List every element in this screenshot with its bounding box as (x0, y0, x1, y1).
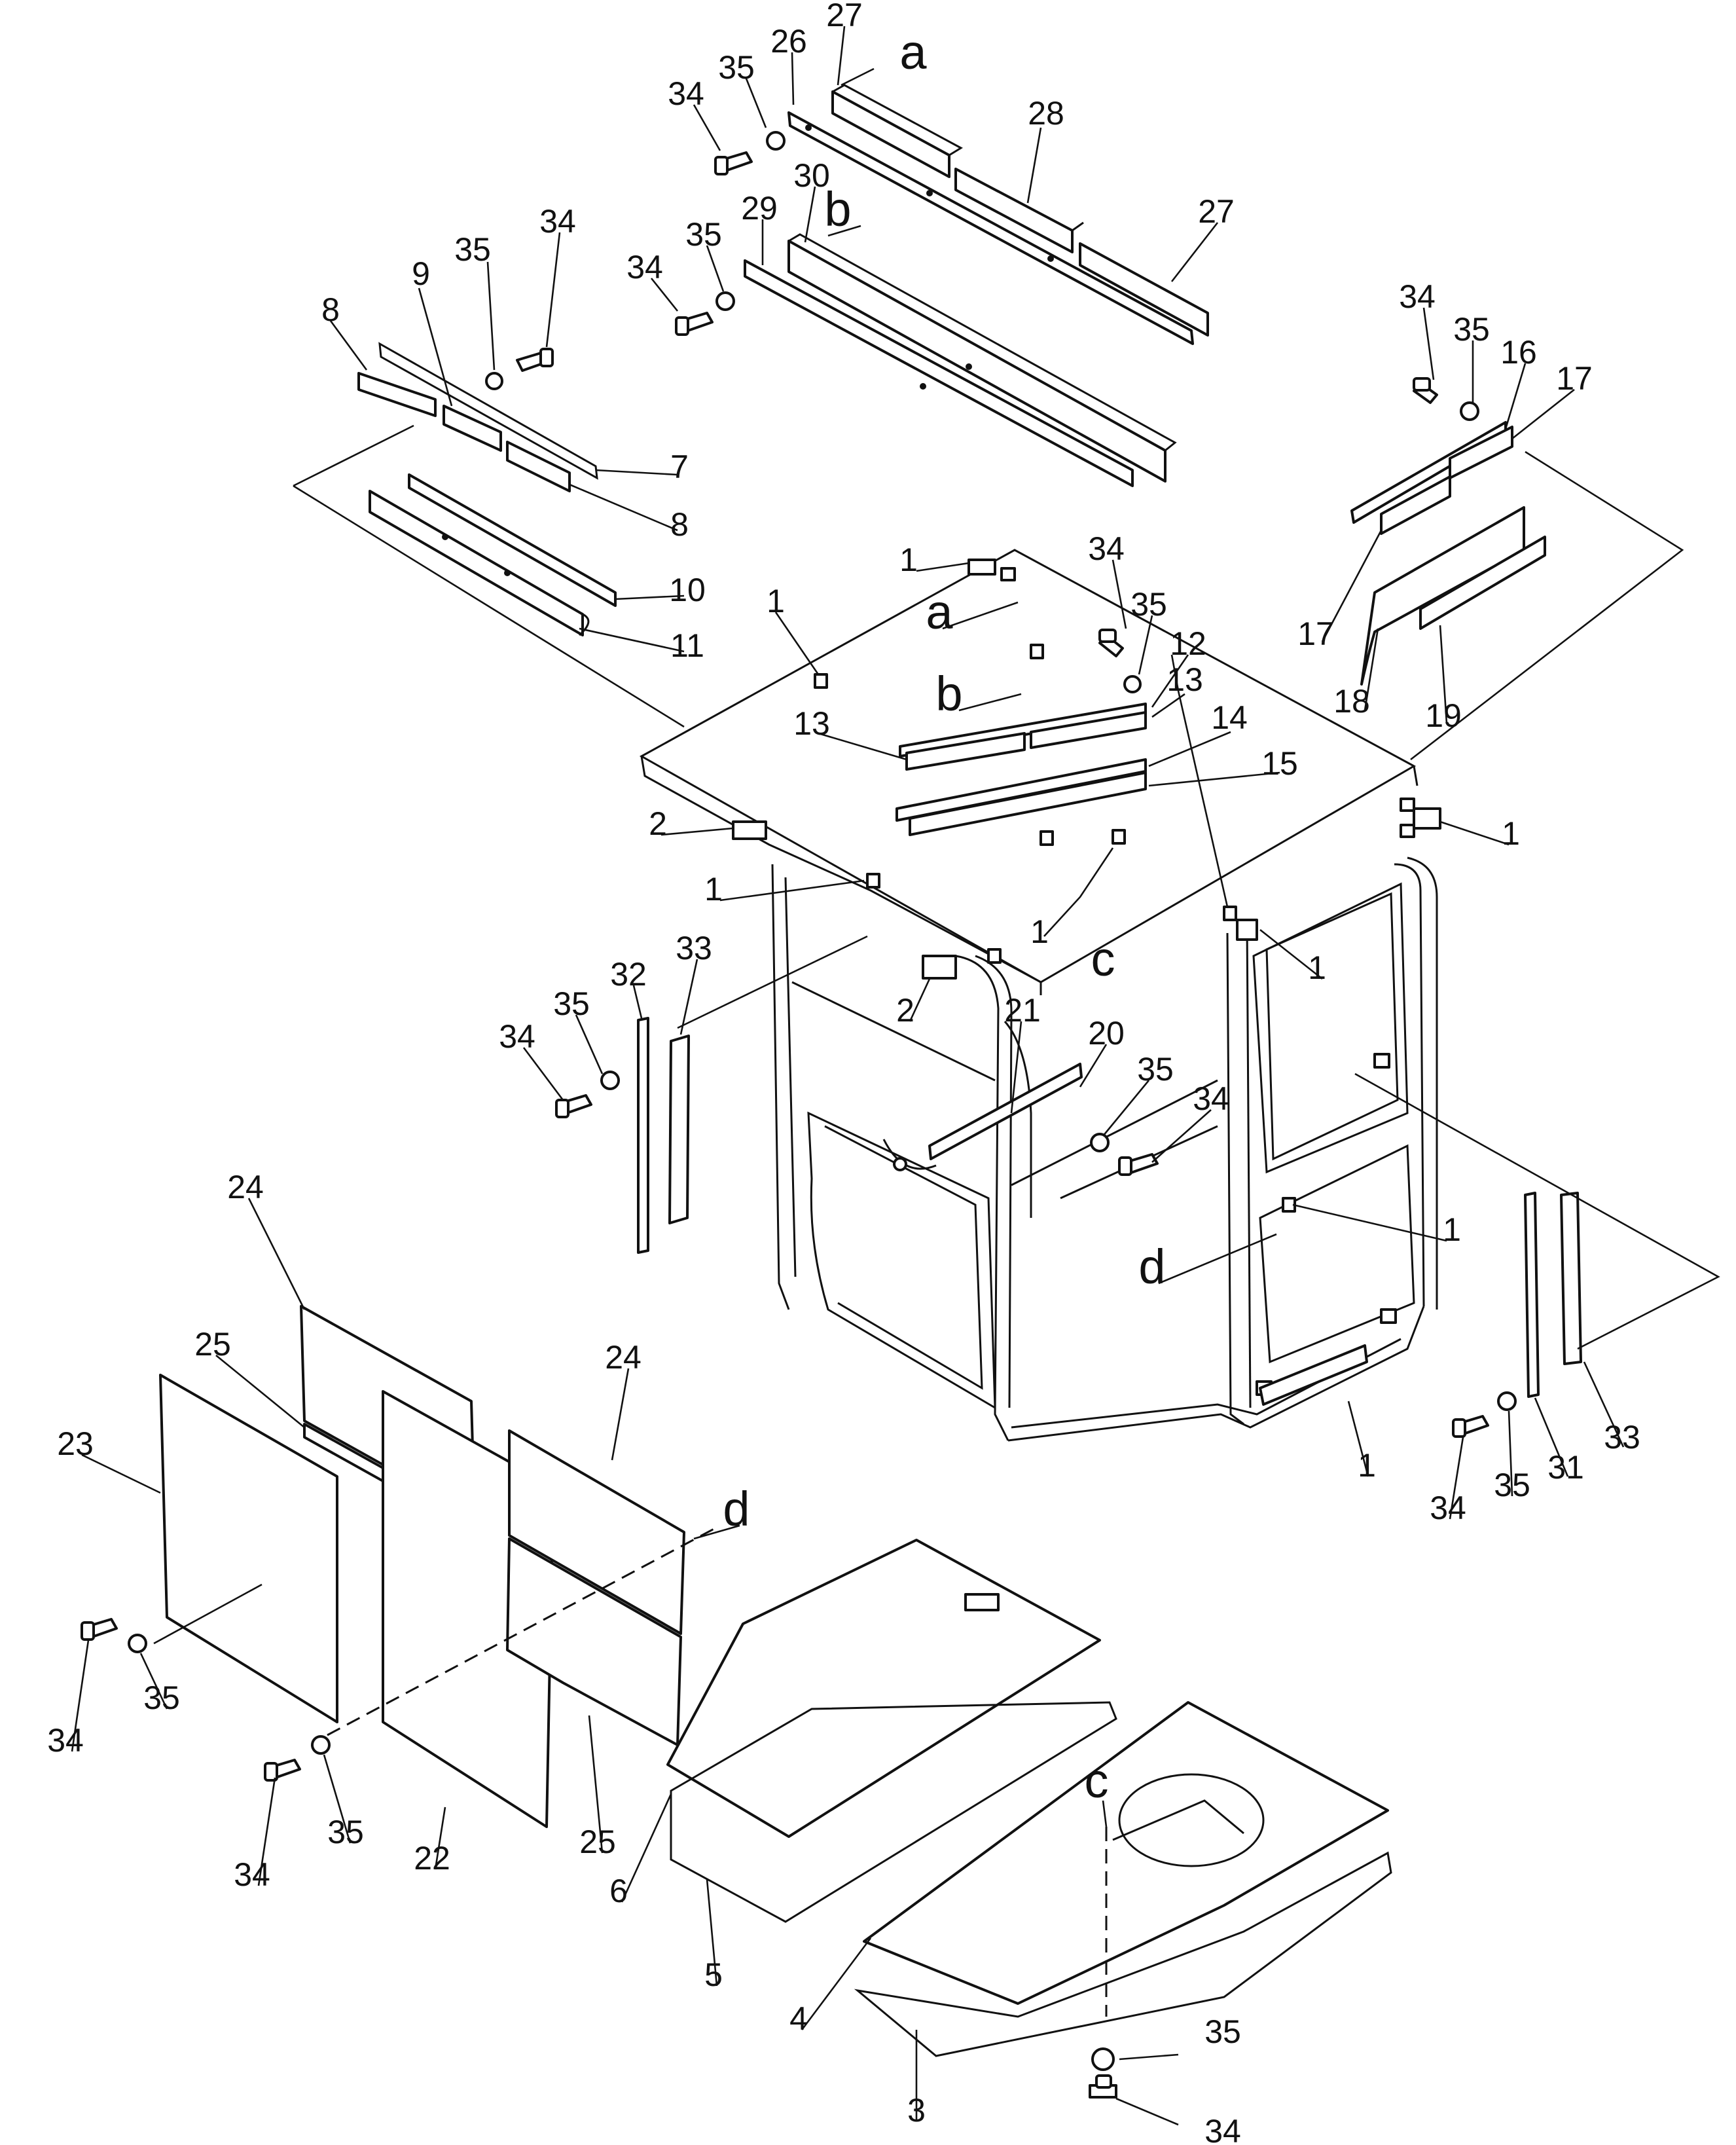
part-number-label: 34 (1193, 1080, 1229, 1117)
part-number-label: 1 (1358, 1447, 1376, 1484)
part-number-label: 35 (1453, 311, 1490, 348)
part-number-label: 6 (609, 1873, 628, 1909)
cab-frame (639, 549, 1438, 1442)
part-number-label: 30 (793, 157, 830, 194)
part-number-label: 1 (1502, 815, 1520, 852)
part-number-label: 21 (1004, 992, 1041, 1029)
part-number-label: 2 (649, 805, 667, 842)
part-number-label: 34 (626, 249, 663, 285)
part-number-label: 11 (670, 627, 704, 664)
part-number-label: 4 (789, 2000, 808, 2037)
floor-panels (666, 1539, 1392, 2126)
part-number-label: 35 (1204, 2013, 1241, 2050)
part-number-label: 34 (1204, 2113, 1241, 2145)
part-number-label: 22 (414, 1840, 450, 1877)
leader-lines (71, 26, 1625, 2121)
part-number-label: 17 (1297, 615, 1334, 652)
part-number-label: 33 (1604, 1419, 1640, 1456)
part-number-label: 34 (1399, 278, 1436, 315)
part-number-label: 18 (1333, 683, 1370, 720)
reference-letter: b (935, 667, 962, 721)
bolt-washer-mid (1090, 1133, 1159, 1176)
part-number-label: 25 (579, 1824, 616, 1860)
part-number-label: 35 (327, 1814, 364, 1850)
part-number-label: 13 (1166, 661, 1203, 698)
part-number-label: 35 (1137, 1051, 1174, 1088)
part-number-label: 34 (539, 203, 576, 240)
part-number-label: 35 (1494, 1467, 1530, 1503)
part-number-label: 34 (234, 1856, 270, 1893)
part-number-label: 10 (669, 572, 706, 608)
part-number-label: 34 (1088, 530, 1125, 567)
part-number-label: 24 (227, 1169, 264, 1205)
top-seal-strip-assembly (787, 84, 1209, 345)
part-number-label: 35 (685, 216, 722, 253)
frame-clips (732, 559, 1441, 1406)
part-number-labels: 2726353428302935342735349878101134351617… (47, 0, 1640, 2145)
part-number-label: 8 (670, 506, 689, 543)
part-number-label: 35 (1130, 586, 1167, 623)
part-number-label: 17 (1556, 360, 1593, 397)
part-number-label: 27 (826, 0, 863, 33)
part-number-label: 16 (1500, 334, 1537, 371)
part-number-label: 14 (1211, 699, 1248, 736)
reference-letter: a (926, 585, 953, 639)
right-posts (1354, 1072, 1720, 1438)
part-number-label: 1 (1443, 1211, 1461, 1248)
reference-letter: a (899, 25, 927, 79)
bolt-washer-top (714, 131, 786, 175)
part-number-label: 35 (143, 1679, 180, 1716)
part-number-label: 5 (704, 1956, 723, 1993)
part-number-label: 35 (553, 985, 590, 1022)
part-number-label: 32 (610, 956, 647, 993)
part-number-label: 28 (1028, 95, 1064, 132)
part-number-label: 34 (1430, 1490, 1466, 1526)
part-number-label: 27 (1198, 193, 1235, 230)
part-number-label: 29 (741, 190, 778, 227)
part-number-label: 35 (718, 49, 755, 86)
part-number-label: 2 (896, 992, 914, 1029)
part-number-label: 24 (605, 1339, 642, 1376)
part-number-label: 8 (321, 291, 340, 328)
part-number-label: 26 (770, 23, 807, 60)
part-number-label: 19 (1425, 697, 1462, 734)
part-number-label: 34 (47, 1722, 84, 1759)
part-number-label: 1 (1030, 913, 1049, 950)
part-number-label: 1 (767, 583, 785, 619)
left-posts (555, 935, 868, 1254)
side-panels (81, 1305, 721, 1828)
part-number-label: 12 (1170, 625, 1206, 662)
part-number-label: 1 (704, 871, 723, 908)
reference-letter: c (1091, 932, 1115, 986)
part-number-label: 3 (907, 2092, 926, 2129)
part-number-label: 35 (454, 231, 491, 268)
reference-letter: c (1085, 1753, 1109, 1808)
right-upper-assembly (1350, 377, 1684, 761)
part-number-label: 34 (499, 1018, 535, 1055)
reference-letter: d (1138, 1239, 1165, 1294)
part-number-label: 1 (1308, 949, 1326, 986)
strip-12-15 (895, 629, 1229, 908)
part-number-label: 31 (1547, 1449, 1584, 1486)
part-number-label: 20 (1088, 1015, 1125, 1052)
left-upper-assembly (293, 342, 685, 728)
reference-letter: b (824, 182, 851, 236)
part-number-label: 23 (57, 1425, 94, 1462)
part-number-label: 13 (793, 705, 830, 742)
part-number-label: 9 (412, 255, 430, 292)
part-number-label: 33 (676, 930, 712, 966)
part-number-label: 34 (668, 75, 704, 112)
strip-29-30 (675, 233, 1177, 487)
part-number-label: 1 (899, 541, 918, 578)
reference-letter: d (723, 1482, 750, 1536)
part-number-label: 25 (194, 1326, 231, 1363)
part-number-label: 15 (1261, 745, 1298, 782)
part-number-label: 7 (670, 449, 689, 485)
